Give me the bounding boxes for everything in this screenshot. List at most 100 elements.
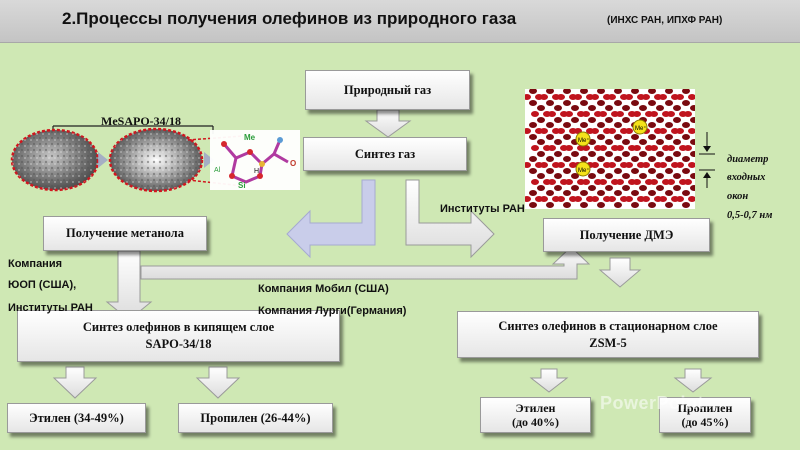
crystal-atom [608,162,616,168]
crystal-atom [676,196,684,202]
crystal-atom [684,145,692,151]
crystal-atom [574,94,582,100]
watermark-text: PowerPoint [600,393,705,413]
crystal-atom [591,94,599,100]
crystal-atom [639,151,647,157]
crystal-atom [688,128,695,134]
node-ethylene-right: Этилен (до 40%) [480,397,591,433]
crystal-atom [690,185,695,191]
crystal-atom [563,122,571,128]
crystal-atom [571,151,579,157]
crystal-atom [631,156,639,162]
crystal-atom [656,139,664,145]
crystal-atom [529,134,537,140]
crystal-atom [548,145,556,151]
crystal-atom [673,185,681,191]
window-label-4: 0,5-0,7 нм [727,210,773,221]
crystal-atom [650,145,658,151]
crystal-atom [529,168,537,174]
window-label-3: окон [727,191,749,202]
me-cation-label: Me⁺ [578,167,590,174]
crystal-atom [554,105,562,111]
window-label-2: входных [727,172,766,183]
crystal-atom [554,173,562,179]
crystal-atom [588,105,596,111]
crystal-atom [529,190,537,196]
crystal-atom [546,134,554,140]
crystal-atom [667,145,675,151]
crystal-atom [588,173,596,179]
crystal-atom [650,111,658,117]
crystal-atom [588,185,596,191]
crystal-atom [614,100,622,106]
crystal-atom [688,94,695,100]
struct-o: O [290,159,296,168]
crystal-atom [546,100,554,106]
crystal-atom [665,134,673,140]
crystal-atom [639,139,647,145]
crystal-atom [531,111,539,117]
crystal-atom [633,111,641,117]
crystal-atom [563,190,571,196]
crystal-atom [690,105,695,111]
crystal-atom [599,145,607,151]
propylene-right-yield: (до 45%) [681,415,729,429]
crystal-atom [682,122,690,128]
crystal-atom [659,128,667,134]
arrow-fluid-to-ethylene [52,366,98,399]
fluid-bed-title: Синтез олефинов в кипящем слое [82,320,275,335]
crystal-atom [571,185,579,191]
crystal-atom [605,139,613,145]
slide-subtitle: (ИНХС РАН, ИПХФ РАН) [607,15,723,26]
crystal-atom [614,168,622,174]
crystal-atom [540,162,548,168]
crystal-atom [599,111,607,117]
crystal-atom [565,179,573,185]
ethylene-right-name: Этилен [515,400,556,415]
window-label-1: диаметр [727,154,769,165]
crystal-atom [625,94,633,100]
crystal-atom [537,139,545,145]
crystal-atom [614,134,622,140]
crystal-atom [591,128,599,134]
crystal-atom [639,105,647,111]
crystal-atom [531,179,539,185]
crystal-atom [525,196,531,202]
crystal-atom [597,156,605,162]
crystal-atom [563,134,571,140]
ethylene-left-label: Этилен (34-49%) [29,410,124,425]
ethylene-right-yield: (до 40%) [511,415,560,429]
crystal-atom [537,173,545,179]
crystal-atom [563,168,571,174]
struct-si: Si [238,181,246,190]
crystal-atom [690,117,695,123]
node-methanol-label: Получение метанола [66,226,184,241]
crystal-atom [648,156,656,162]
crystal-atom [690,173,695,179]
crystal-atom [656,117,664,123]
crystal-atom [608,128,616,134]
crystal-atom [656,151,664,157]
label-mobil: Компания Мобил (США) [258,283,389,295]
propylene-left-label: Пропилен (26-44%) [200,410,311,425]
crystal-atom [571,117,579,123]
crystal-atom [622,185,630,191]
crystal-atom [554,185,562,191]
crystal-atom [563,100,571,106]
crystal-atom [688,196,695,202]
crystal-atom [682,156,690,162]
crystal-atom [616,179,624,185]
node-fixed-bed-synthesis: Синтез олефинов в стационарном слое ZSM-… [457,311,759,358]
crystal-atom [537,185,545,191]
crystal-atom [622,151,630,157]
crystal-atom [597,190,605,196]
crystal-atom [565,145,573,151]
crystal-atom [529,100,537,106]
me-cation-label: Me⁺ [578,137,590,144]
crystal-atom [531,145,539,151]
struct-al: Al [214,167,221,174]
crystal-atom [673,117,681,123]
crystal-atom [557,162,565,168]
crystal-atom [525,162,531,168]
node-syngas: Синтез газ [303,137,467,171]
